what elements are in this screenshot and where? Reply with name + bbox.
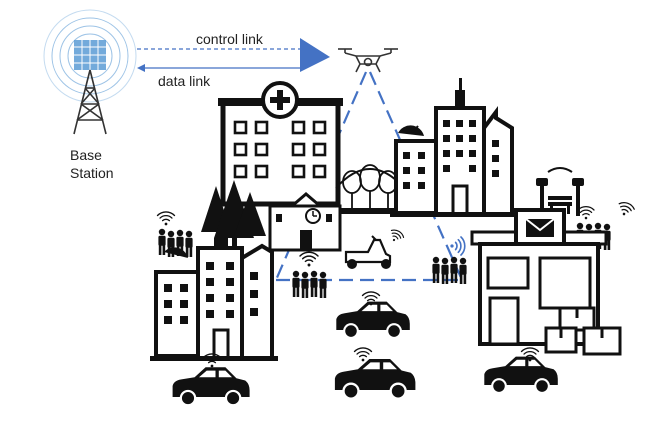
tree-icon — [201, 180, 266, 246]
data-link-label: data link — [158, 73, 211, 89]
control-link-label: control link — [196, 31, 263, 47]
base-station-label-line1: Base — [70, 147, 102, 163]
base-station-label-line2: Station — [70, 165, 114, 181]
school-clock-icon — [268, 192, 342, 252]
office-tower-icon — [390, 78, 518, 217]
scooter-icon — [344, 227, 406, 269]
street-lamp-icon — [536, 167, 584, 216]
park-icon — [335, 164, 405, 214]
residential-building-icon — [150, 238, 278, 361]
post-office-icon — [470, 208, 608, 346]
data-link-arrow — [137, 64, 300, 72]
package-boxes-icon — [544, 306, 622, 356]
base-station-label: Base Station — [70, 146, 140, 182]
base-station-icon — [43, 9, 137, 135]
wifi-signal-icon — [450, 236, 466, 256]
control-link-arrow — [137, 38, 330, 72]
hospital-icon — [218, 81, 343, 207]
uav-drone-icon — [338, 48, 398, 73]
